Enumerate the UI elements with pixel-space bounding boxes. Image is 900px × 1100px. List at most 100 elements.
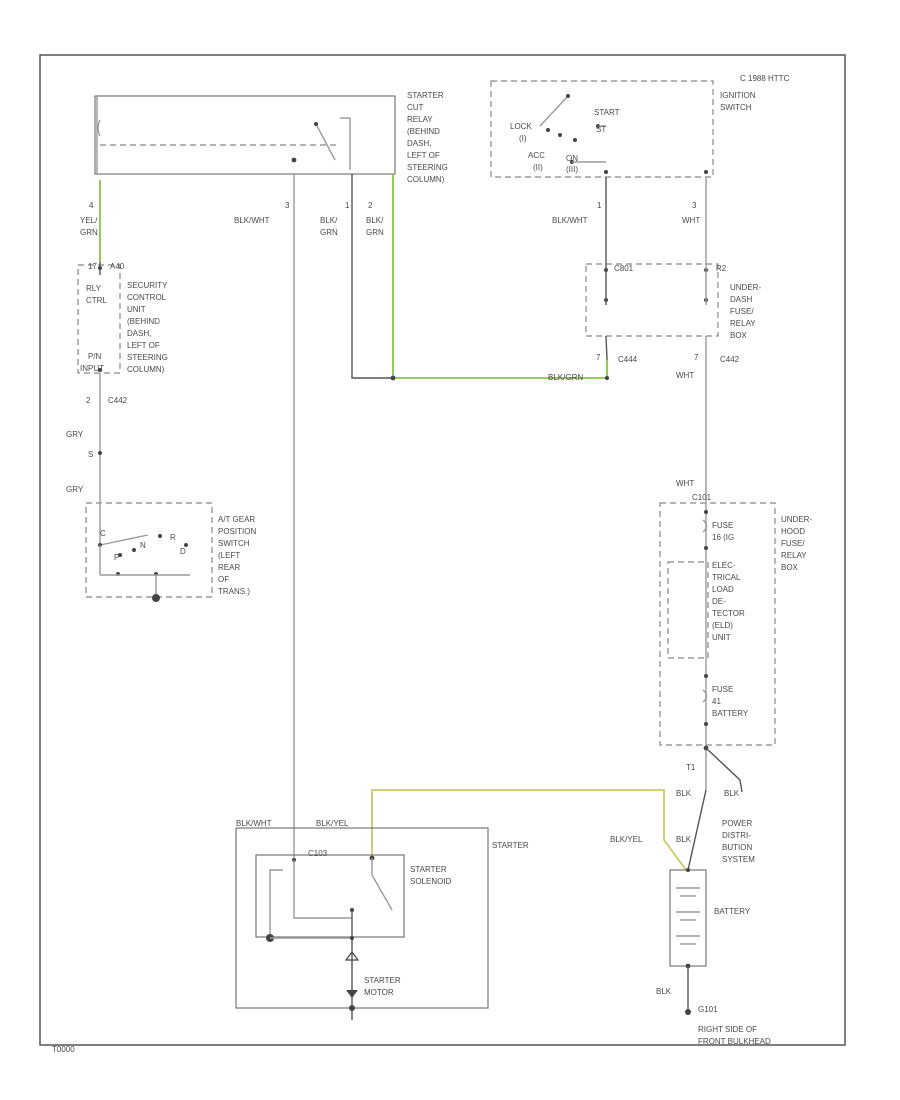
svg-text:BLK/WHT: BLK/WHT: [552, 216, 588, 225]
svg-text:BLK/WHT: BLK/WHT: [236, 819, 272, 828]
svg-text:41: 41: [712, 697, 721, 706]
svg-text:RLY: RLY: [86, 284, 102, 293]
svg-text:BLK/YEL: BLK/YEL: [610, 835, 643, 844]
svg-text:SYSTEM: SYSTEM: [722, 855, 755, 864]
svg-text:TRICAL: TRICAL: [712, 573, 741, 582]
svg-text:(BEHIND: (BEHIND: [127, 317, 160, 326]
svg-text:SWITCH: SWITCH: [218, 539, 250, 548]
svg-text:UNIT: UNIT: [127, 305, 146, 314]
svg-text:COLUMN): COLUMN): [127, 365, 165, 374]
svg-text:(II): (II): [533, 163, 543, 172]
svg-text:GRN: GRN: [366, 228, 384, 237]
svg-text:A/T GEAR: A/T GEAR: [218, 515, 255, 524]
svg-text:C442: C442: [108, 396, 128, 405]
svg-text:STEERING: STEERING: [407, 163, 448, 172]
under-dash-pin-labels: C801 R2 7 C444 7 C442 WHT: [596, 264, 740, 380]
svg-text:FUSE/: FUSE/: [781, 539, 805, 548]
at-gear-position-switch: [85, 500, 213, 602]
security-inner-labels: RLY CTRL P/N INPUT 17 A40 2 C442: [80, 262, 128, 405]
svg-text:LOAD: LOAD: [712, 585, 734, 594]
svg-text:BATTERY: BATTERY: [714, 907, 751, 916]
svg-text:RELAY: RELAY: [407, 115, 433, 124]
svg-text:BUTION: BUTION: [722, 843, 752, 852]
svg-text:R: R: [170, 533, 176, 542]
svg-text:7: 7: [694, 353, 699, 362]
svg-text:N: N: [140, 541, 146, 550]
svg-text:OF: OF: [218, 575, 229, 584]
svg-text:3: 3: [692, 201, 697, 210]
battery-labels: BATTERY BLK G101 RIGHT SIDE OF FRONT BUL…: [656, 907, 771, 1046]
svg-text:UNDER-: UNDER-: [730, 283, 761, 292]
svg-text:COLUMN): COLUMN): [407, 175, 445, 184]
svg-text:HOOD: HOOD: [781, 527, 805, 536]
security-unit-label: SECURITY CONTROL UNIT (BEHIND DASH, LEFT…: [127, 281, 168, 374]
battery: [669, 868, 707, 1015]
svg-text:C101: C101: [692, 493, 712, 502]
svg-text:WHT: WHT: [676, 371, 694, 380]
svg-text:STARTER: STARTER: [410, 865, 447, 874]
svg-text:UNDER-: UNDER-: [781, 515, 812, 524]
svg-text:LOCK: LOCK: [510, 122, 532, 131]
starter-cut-relay: [94, 95, 396, 175]
svg-text:YEL/: YEL/: [80, 216, 98, 225]
svg-text:CTRL: CTRL: [86, 296, 107, 305]
svg-text:C801: C801: [614, 264, 634, 273]
svg-text:STEERING: STEERING: [127, 353, 168, 362]
ignition-switch: [490, 80, 714, 178]
svg-text:BATTERY: BATTERY: [712, 709, 749, 718]
svg-text:FUSE/: FUSE/: [730, 307, 754, 316]
svg-text:D: D: [180, 547, 186, 556]
under-hood-fuse-box: [659, 500, 776, 793]
svg-text:ACC: ACC: [528, 151, 545, 160]
svg-text:RELAY: RELAY: [781, 551, 807, 560]
svg-text:2: 2: [368, 201, 373, 210]
svg-text:BLK/: BLK/: [366, 216, 384, 225]
svg-text:T1: T1: [686, 763, 696, 772]
ignition-position-labels: START LOCK (I) ACC (II) ON (III) ST: [510, 108, 620, 174]
svg-text:C442: C442: [720, 355, 740, 364]
svg-text:4: 4: [89, 201, 94, 210]
svg-text:SWITCH: SWITCH: [720, 103, 752, 112]
starter-relay-label: STARTER CUT RELAY (BEHIND DASH, LEFT OF …: [407, 91, 448, 184]
svg-text:DE-: DE-: [712, 597, 726, 606]
svg-text:ON: ON: [566, 154, 578, 163]
power-distribution-label: POWER DISTRI- BUTION SYSTEM: [722, 819, 755, 864]
svg-text:CONTROL: CONTROL: [127, 293, 167, 302]
svg-text:GRN: GRN: [80, 228, 98, 237]
svg-text:BLK/: BLK/: [320, 216, 338, 225]
svg-text:GRY: GRY: [66, 430, 84, 439]
under-hood-inner-labels: FUSE 16 (IG ELEC- TRICAL LOAD DE- TECTOR…: [676, 479, 749, 772]
svg-text:(LEFT: (LEFT: [218, 551, 240, 560]
under-hood-label: UNDER- HOOD FUSE/ RELAY BOX: [781, 515, 812, 572]
svg-text:POWER: POWER: [722, 819, 752, 828]
svg-text:3: 3: [285, 201, 290, 210]
svg-text:LEFT OF: LEFT OF: [407, 151, 440, 160]
at-gear-switch-label: A/T GEAR POSITION SWITCH (LEFT REAR OF T…: [218, 515, 256, 596]
svg-text:1: 1: [345, 201, 350, 210]
svg-text:BLK: BLK: [724, 789, 740, 798]
svg-text:START: START: [594, 108, 620, 117]
svg-text:7: 7: [596, 353, 601, 362]
svg-text:IGNITION: IGNITION: [720, 91, 756, 100]
svg-text:DASH: DASH: [730, 295, 752, 304]
svg-text:16 (IG: 16 (IG: [712, 533, 734, 542]
security-control-unit: [77, 262, 121, 500]
under-dash-fuse-box: [585, 262, 719, 500]
svg-text:S: S: [88, 450, 93, 459]
svg-text:RIGHT SIDE OF: RIGHT SIDE OF: [698, 1025, 757, 1034]
diagram-frame: [39, 54, 846, 1046]
svg-text:C444: C444: [618, 355, 638, 364]
svg-text:BLK: BLK: [676, 789, 692, 798]
wire-blk-yel: [371, 789, 687, 871]
svg-text:A40: A40: [110, 262, 125, 271]
svg-text:(BEHIND: (BEHIND: [407, 127, 440, 136]
svg-text:2: 2: [86, 396, 91, 405]
svg-text:P: P: [114, 553, 119, 562]
footer-code: T0000: [52, 1045, 75, 1054]
svg-text:ELEC-: ELEC-: [712, 561, 736, 570]
svg-text:DISTRI-: DISTRI-: [722, 831, 751, 840]
starter-labels: BLK/WHT BLK/YEL C103 STARTER STARTER SOL…: [236, 819, 529, 997]
svg-text:MOTOR: MOTOR: [364, 988, 394, 997]
svg-text:STARTER: STARTER: [364, 976, 401, 985]
